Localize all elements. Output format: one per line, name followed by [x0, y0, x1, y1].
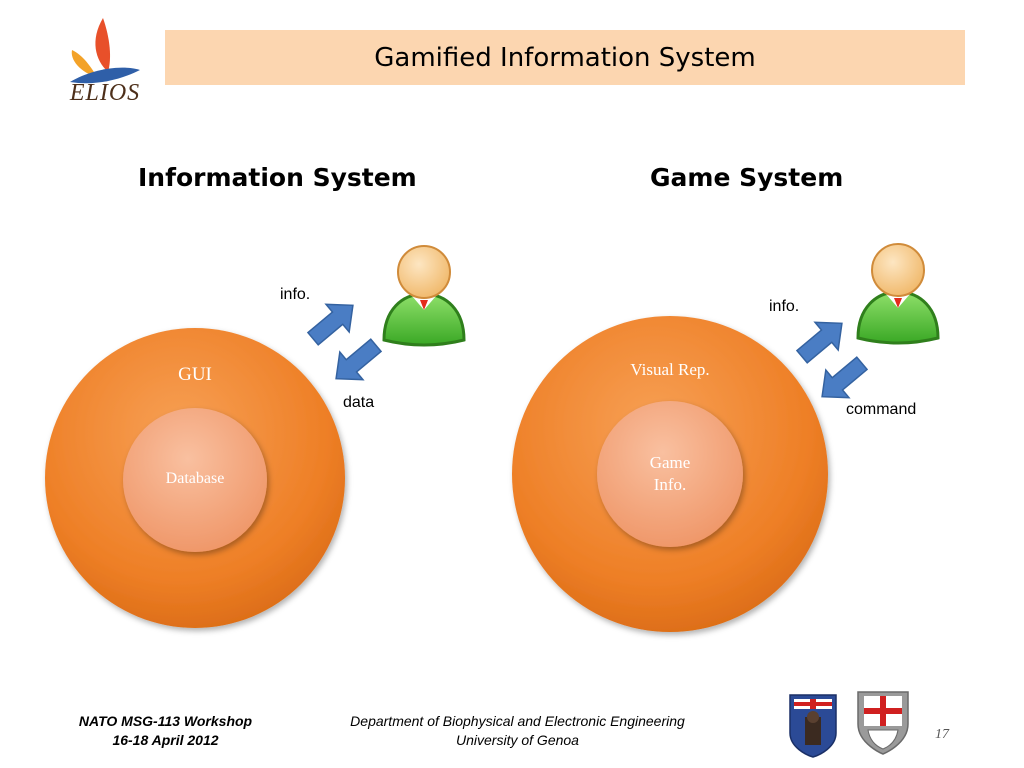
game-info-label: Game Info. — [620, 452, 720, 496]
command-label: command — [846, 401, 917, 418]
user-icon — [856, 243, 940, 345]
page-number: 17 — [935, 727, 949, 742]
visual-rep-label: Visual Rep. — [630, 360, 710, 379]
university-name: University of Genoa — [456, 732, 579, 748]
department-name: Department of Biophysical and Electronic… — [350, 713, 685, 729]
crest-icon — [857, 691, 909, 755]
game-info-inner-circle — [597, 401, 743, 547]
database-label: Database — [165, 470, 225, 487]
gui-label: GUI — [178, 364, 212, 385]
game-info-line1: Game — [649, 453, 691, 472]
arrow-icon — [335, 338, 383, 381]
arrow-icon — [795, 321, 843, 364]
arrow-icon — [821, 356, 869, 399]
game-system-heading: Game System — [650, 163, 844, 192]
information-system-heading: Information System — [138, 163, 417, 192]
crest-icon — [789, 694, 837, 758]
user-icon — [382, 245, 466, 347]
arrow-icon — [306, 303, 354, 346]
logo-icon — [70, 18, 140, 84]
database-inner-circle — [123, 408, 267, 552]
workshop-name: NATO MSG-113 Workshop — [78, 713, 253, 729]
info-label-right: info. — [769, 298, 800, 315]
title-bar: Gamified Information System — [165, 30, 965, 85]
footer-workshop: NATO MSG-113 Workshop 16-18 April 2012 — [58, 712, 273, 750]
game-info-line2: Info. — [653, 475, 687, 494]
data-label: data — [343, 394, 375, 411]
logo-text: ELIOS — [69, 80, 141, 106]
workshop-dates: 16-18 April 2012 — [112, 732, 219, 748]
footer-affiliation: Department of Biophysical and Electronic… — [300, 712, 735, 750]
page-title: Gamified Information System — [374, 42, 756, 73]
info-label-left: info. — [280, 286, 311, 303]
